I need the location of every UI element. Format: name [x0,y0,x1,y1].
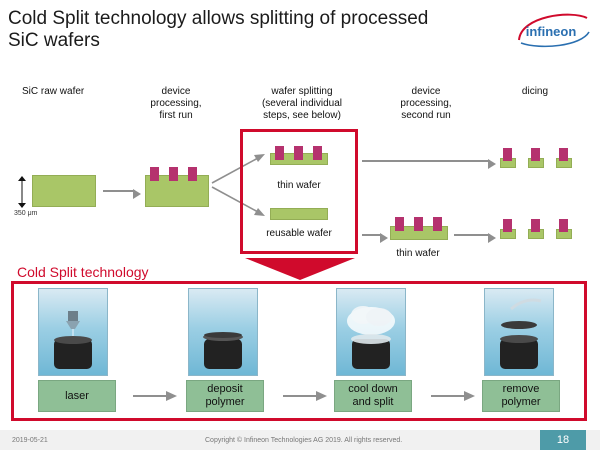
arrow-head-icon [133,186,141,204]
label-device-processing-first: device processing, first run [136,86,216,122]
device-chip [414,217,423,231]
arrow-to-dicing-2 [454,234,490,236]
device-chip [275,146,284,160]
label-device-processing-second: device processing, second run [386,86,466,122]
raw-wafer [32,175,96,207]
label-dev2-line1: device [411,86,441,97]
step-deposit-l2: polymer [205,396,245,408]
logo-text: infineon [526,24,577,39]
device-chip [559,148,568,161]
device-chip [395,217,404,231]
device-chip [433,217,442,231]
infineon-logo: infineon [511,10,593,50]
device-chip [150,167,159,181]
device-chip [188,167,197,181]
reusable-wafer-label: reusable wafer [266,228,332,239]
step-remove-l1: remove [502,383,540,395]
arrow-raw-to-processed [103,190,135,192]
label-dev1-line1: device [161,86,191,97]
step-laser-label: laser [65,389,89,402]
footer-date: 2019-05-21 [12,437,48,444]
reusable-wafer [270,208,328,220]
label-raw-wafer: SiC raw wafer [22,86,85,97]
thickness-label: 350 μm [14,210,38,217]
label-dev1-line3: first run [159,110,193,121]
page-number: 18 [540,430,586,450]
split-arrows-icon [211,154,265,216]
footer-bar [0,430,600,450]
label-dev2-line2: processing, [400,98,452,109]
zoom-down-arrow-icon [245,258,355,280]
label-split-line2: (several individual [261,98,343,109]
step-cool-l1: cool down [348,383,398,395]
arrow-head-icon [380,230,388,248]
arrow-head-icon [488,156,496,174]
device-chip [559,219,568,232]
arrow-to-second-run [362,234,382,236]
step-remove-polymer: remove polymer [482,380,560,412]
deposit-polymer-photo [188,288,258,376]
step-arrow-icon [431,391,475,401]
device-chip [503,219,512,232]
laser-photo [38,288,108,376]
footer-copyright: Copyright © Infineon Technologies AG 201… [205,437,403,444]
remove-polymer-photo [484,288,554,376]
step-deposit-l1: deposit [207,383,243,395]
device-chip [503,148,512,161]
step-arrow-icon [283,391,327,401]
step-laser: laser [38,380,116,412]
device-chip [294,146,303,160]
cold-split-title: Cold Split technology [17,264,149,280]
arrow-to-dicing [362,160,490,162]
label-split-line1: wafer splitting [271,86,333,97]
step-deposit-polymer: deposit polymer [186,380,264,412]
thickness-arrow-icon [17,176,27,208]
cold-split-box [11,281,587,421]
step-cool-l2: and split [352,396,394,408]
device-chip [169,167,178,181]
cool-down-photo [336,288,406,376]
slide-title-line2: SiC wafers [8,30,100,51]
wafer-splitting-box [240,129,358,254]
label-dev1-line2: processing, [150,98,202,109]
step-cool-down-split: cool down and split [334,380,412,412]
step-arrow-icon [133,391,177,401]
step-remove-l2: polymer [501,396,541,408]
arrow-head-icon [488,230,496,248]
label-dicing: dicing [521,86,549,97]
thin-wafer-label-top: thin wafer [277,180,321,191]
label-dev2-line3: second run [401,110,451,121]
label-split-line3: steps, see below) [263,110,341,121]
slide-title: Cold Split technology allows splitting o… [8,8,478,52]
device-chip [531,148,540,161]
label-wafer-splitting: wafer splitting (several individual step… [243,86,361,122]
device-chip [531,219,540,232]
thin-wafer-label-bottom: thin wafer [396,248,440,259]
slide-title-line1: Cold Split technology allows splitting o… [8,8,429,29]
device-chip [313,146,322,160]
